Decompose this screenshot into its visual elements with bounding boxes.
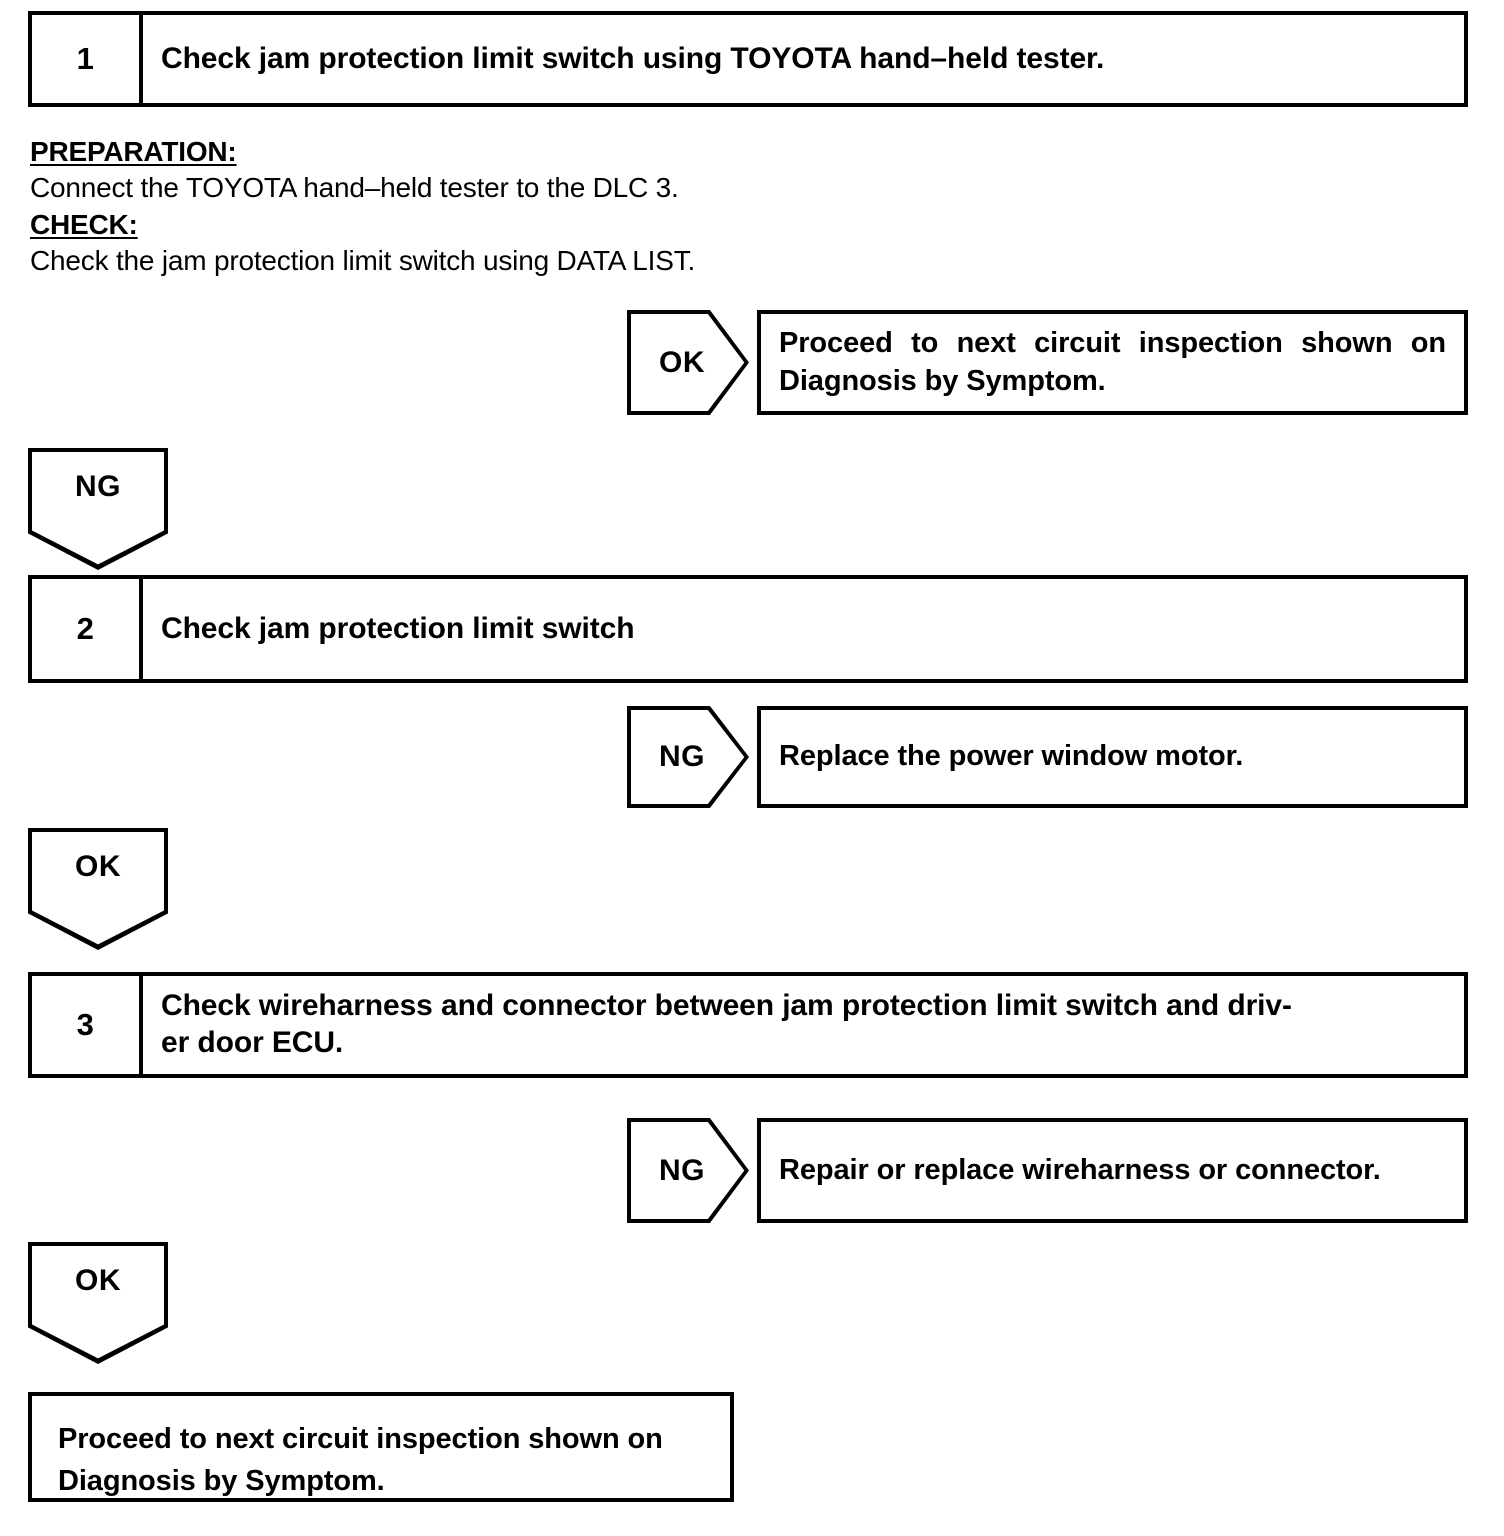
branch-tag-ng-step3-label: NG — [659, 1153, 705, 1187]
conclusion-box: Proceed to next circuit inspection shown… — [28, 1392, 734, 1502]
step-1-number: 1 — [32, 15, 143, 103]
step-1-title: Check jam protection limit switch using … — [161, 41, 1105, 75]
step-3-number: 3 — [32, 976, 143, 1074]
branch-tag-ng-step3: NG — [627, 1118, 749, 1223]
branch-tag-ok-step3-label: OK — [75, 1264, 121, 1297]
step-2-number: 2 — [32, 579, 143, 679]
branch-tag-ng-step1: NG — [28, 448, 168, 570]
conclusion-line2: Diagnosis by Symptom. — [58, 1465, 385, 1498]
branch-tag-ng-step2-label: NG — [659, 740, 705, 773]
branch-tag-ok-step2-label: OK — [75, 850, 121, 883]
result-box-step2-ng: Replace the power window motor. — [757, 706, 1468, 808]
branch-tag-ng-step1-label: NG — [75, 470, 121, 503]
conclusion-line1: Proceed to next circuit inspection shown… — [58, 1423, 663, 1455]
branch-tag-ok-step3: OK — [28, 1242, 168, 1364]
branch-tag-ok-step1: OK — [627, 310, 749, 415]
step-3-title-line1: Check wireharness and connector between … — [161, 989, 1292, 1023]
step-3-box: 3 Check wireharness and connector betwee… — [28, 972, 1468, 1078]
result-step3-ng-text: Repair or replace wireharness or connect… — [779, 1153, 1381, 1186]
branch-tag-ok-step2: OK — [28, 828, 168, 950]
check-text: Check the jam protection limit switch us… — [30, 245, 696, 277]
step-3-title-line2: er door ECU. — [161, 1026, 344, 1059]
result-box-step3-ng: Repair or replace wireharness or connect… — [757, 1118, 1468, 1223]
result-step1-ok-line1: Proceed to next circuit inspection shown… — [779, 326, 1446, 359]
branch-tag-ng-step2: NG — [627, 706, 749, 808]
step-2-box: 2 Check jam protection limit switch — [28, 575, 1468, 683]
preparation-text: Connect the TOYOTA hand–held tester to t… — [30, 172, 679, 204]
preparation-check-block: PREPARATION: Connect the TOYOTA hand–hel… — [30, 134, 890, 280]
result-box-step1-ok: Proceed to next circuit inspection shown… — [757, 310, 1468, 415]
result-step2-ng-text: Replace the power window motor. — [779, 740, 1244, 773]
step-2-title: Check jam protection limit switch — [161, 611, 635, 645]
step-3-title: Check wireharness and connector between … — [143, 976, 1464, 1074]
result-step1-ok-line2: Diagnosis by Symptom. — [779, 364, 1106, 397]
branch-tag-ok-step1-label: OK — [659, 345, 705, 379]
check-label: CHECK: — [30, 208, 138, 240]
step-1-box: 1 Check jam protection limit switch usin… — [28, 11, 1468, 107]
preparation-label: PREPARATION: — [30, 136, 237, 167]
